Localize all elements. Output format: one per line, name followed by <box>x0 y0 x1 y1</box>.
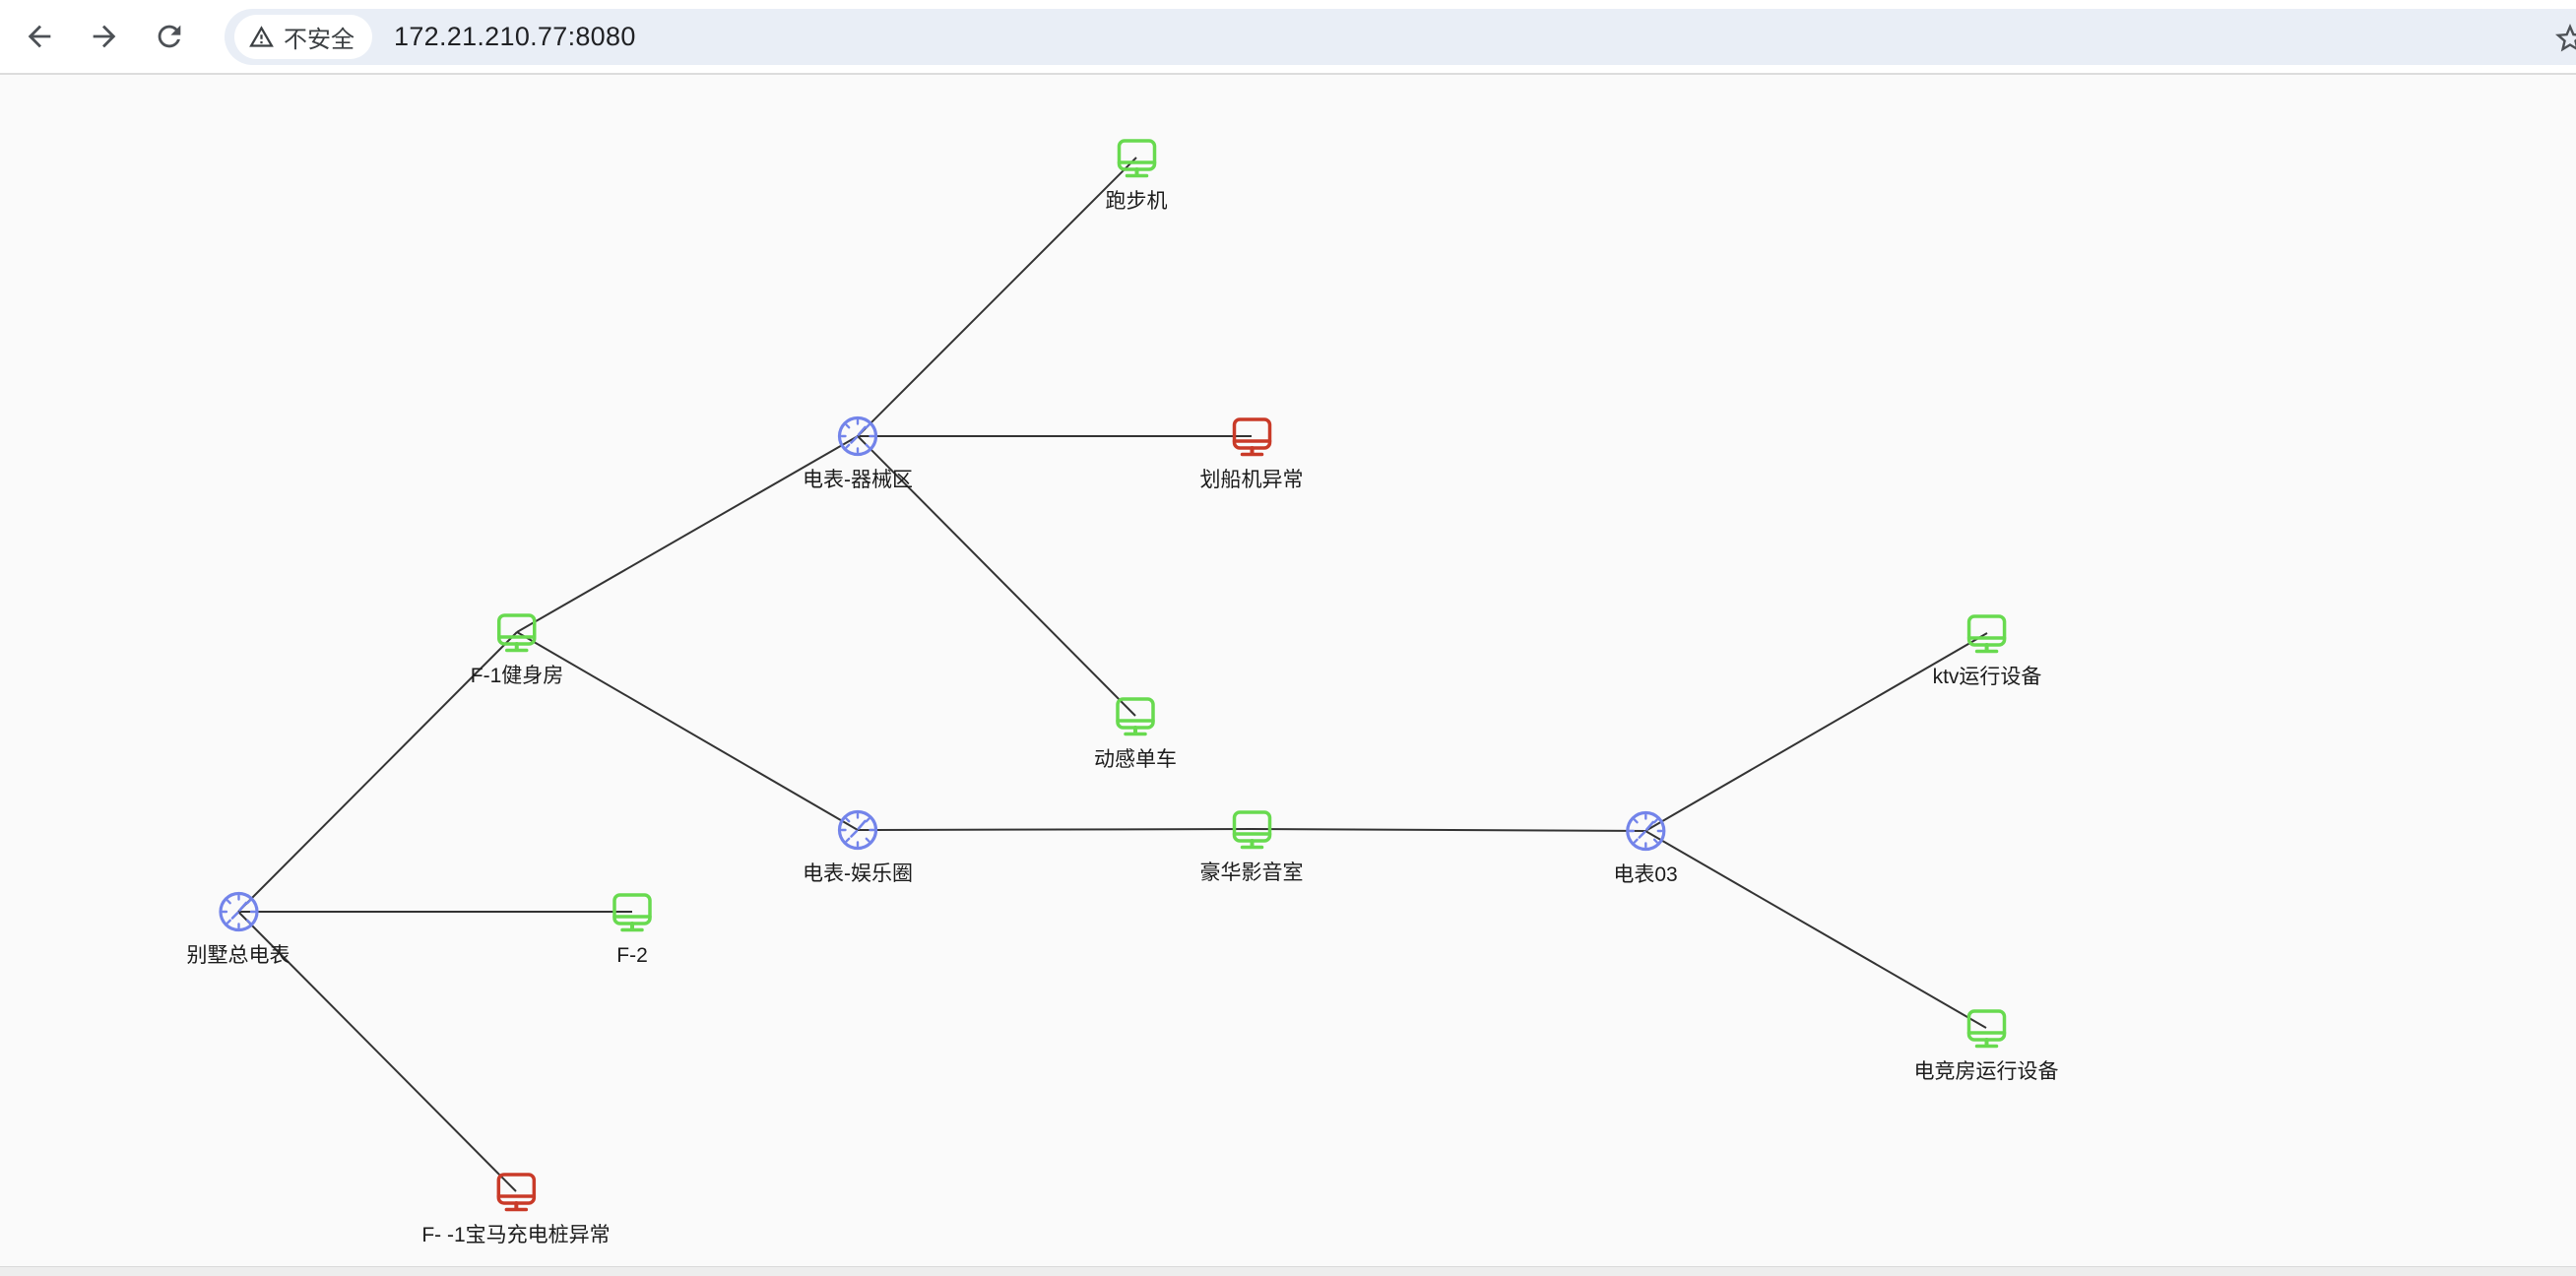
node-label: F-2 <box>616 944 648 967</box>
address-bar[interactable]: 不安全 172.21.210.77:8080 <box>225 8 2576 65</box>
forward-button[interactable] <box>81 13 128 60</box>
node-label: 动感单车 <box>1094 748 1177 771</box>
graph-node-av-room[interactable]: 豪华影音室 <box>1200 807 1304 884</box>
device-icon <box>1967 614 2007 654</box>
graph-node-ktv[interactable]: ktv运行设备 <box>1932 611 2042 688</box>
graph-node-meter-equipment[interactable]: 电表-器械区 <box>803 415 913 491</box>
device-icon <box>1116 697 1155 736</box>
security-label: 不安全 <box>284 26 354 53</box>
meter-icon <box>837 415 878 457</box>
device-alert-icon <box>1232 417 1271 457</box>
graph-node-meter-03[interactable]: 电表03 <box>1613 809 1678 886</box>
graph-edge-meter-03-esports-room <box>1644 830 1987 1029</box>
device-alert-icon <box>496 1173 536 1212</box>
graph-edge-av-room-meter-03 <box>1251 828 1646 832</box>
arrow-right-icon <box>93 25 116 48</box>
node-label: 电表-娱乐圈 <box>803 862 913 885</box>
graph-node-f2[interactable]: F-2 <box>611 890 654 967</box>
security-chip[interactable]: 不安全 <box>234 14 372 59</box>
device-icon <box>497 613 537 653</box>
bookmark-button[interactable] <box>2552 21 2576 56</box>
topology-canvas <box>0 77 2576 1266</box>
node-label: ktv运行设备 <box>1932 666 2042 688</box>
graph-edge-f1-gym-meter-entertainment <box>516 631 859 831</box>
node-label: 别墅总电表 <box>186 944 290 967</box>
graph-node-bmw-charger[interactable]: F- -1宝马充电桩异常 <box>421 1170 611 1246</box>
url-text: 172.21.210.77:8080 <box>394 21 636 51</box>
graph-node-treadmill[interactable]: 跑步机 <box>1106 136 1168 213</box>
graph-edge-meter-equipment-spin-bike <box>857 435 1136 717</box>
warning-triangle-icon <box>249 25 274 47</box>
node-label: 划船机异常 <box>1199 469 1304 491</box>
node-label: 电表03 <box>1613 863 1678 886</box>
node-label: F- -1宝马充电桩异常 <box>421 1224 611 1246</box>
browser-toolbar: 不安全 172.21.210.77:8080 <box>0 0 2576 75</box>
graph-node-rowing-machine[interactable]: 划船机异常 <box>1200 415 1304 491</box>
back-button[interactable] <box>16 13 63 60</box>
window-bottom-strip <box>0 1266 2576 1276</box>
meter-icon <box>837 809 878 851</box>
meter-icon <box>1625 810 1666 852</box>
node-label: F-1健身房 <box>470 665 564 687</box>
graph-node-f1-gym[interactable]: F-1健身房 <box>470 610 564 687</box>
graph-node-meter-entertainment[interactable]: 电表-娱乐圈 <box>803 808 913 885</box>
graph-edge-meter-equipment-treadmill <box>857 157 1137 437</box>
device-icon <box>612 893 652 932</box>
graph-edge-meter-entertainment-av-room <box>857 828 1253 831</box>
device-icon <box>1966 1009 2006 1049</box>
graph-edge-meter-main-f1-gym <box>237 631 518 913</box>
device-icon <box>1232 810 1271 850</box>
node-label: 电竞房运行设备 <box>1913 1060 2059 1083</box>
graph-node-meter-main[interactable]: 别墅总电表 <box>187 890 290 967</box>
device-icon <box>1117 139 1156 178</box>
graph-edge-meter-03-ktv <box>1644 632 1988 832</box>
graph-edge-meter-main-bmw-charger <box>237 911 517 1192</box>
star-outline-icon <box>2555 24 2576 52</box>
meter-icon <box>218 891 259 932</box>
arrow-left-icon <box>28 25 51 48</box>
node-label: 电表-器械区 <box>803 469 913 491</box>
graph-edge-f1-gym-meter-equipment <box>516 435 859 633</box>
node-label: 跑步机 <box>1105 190 1168 213</box>
node-label: 豪华影音室 <box>1199 861 1304 884</box>
graph-node-spin-bike[interactable]: 动感单车 <box>1094 694 1177 771</box>
graph-node-esports-room[interactable]: 电竞房运行设备 <box>1914 1006 2059 1083</box>
